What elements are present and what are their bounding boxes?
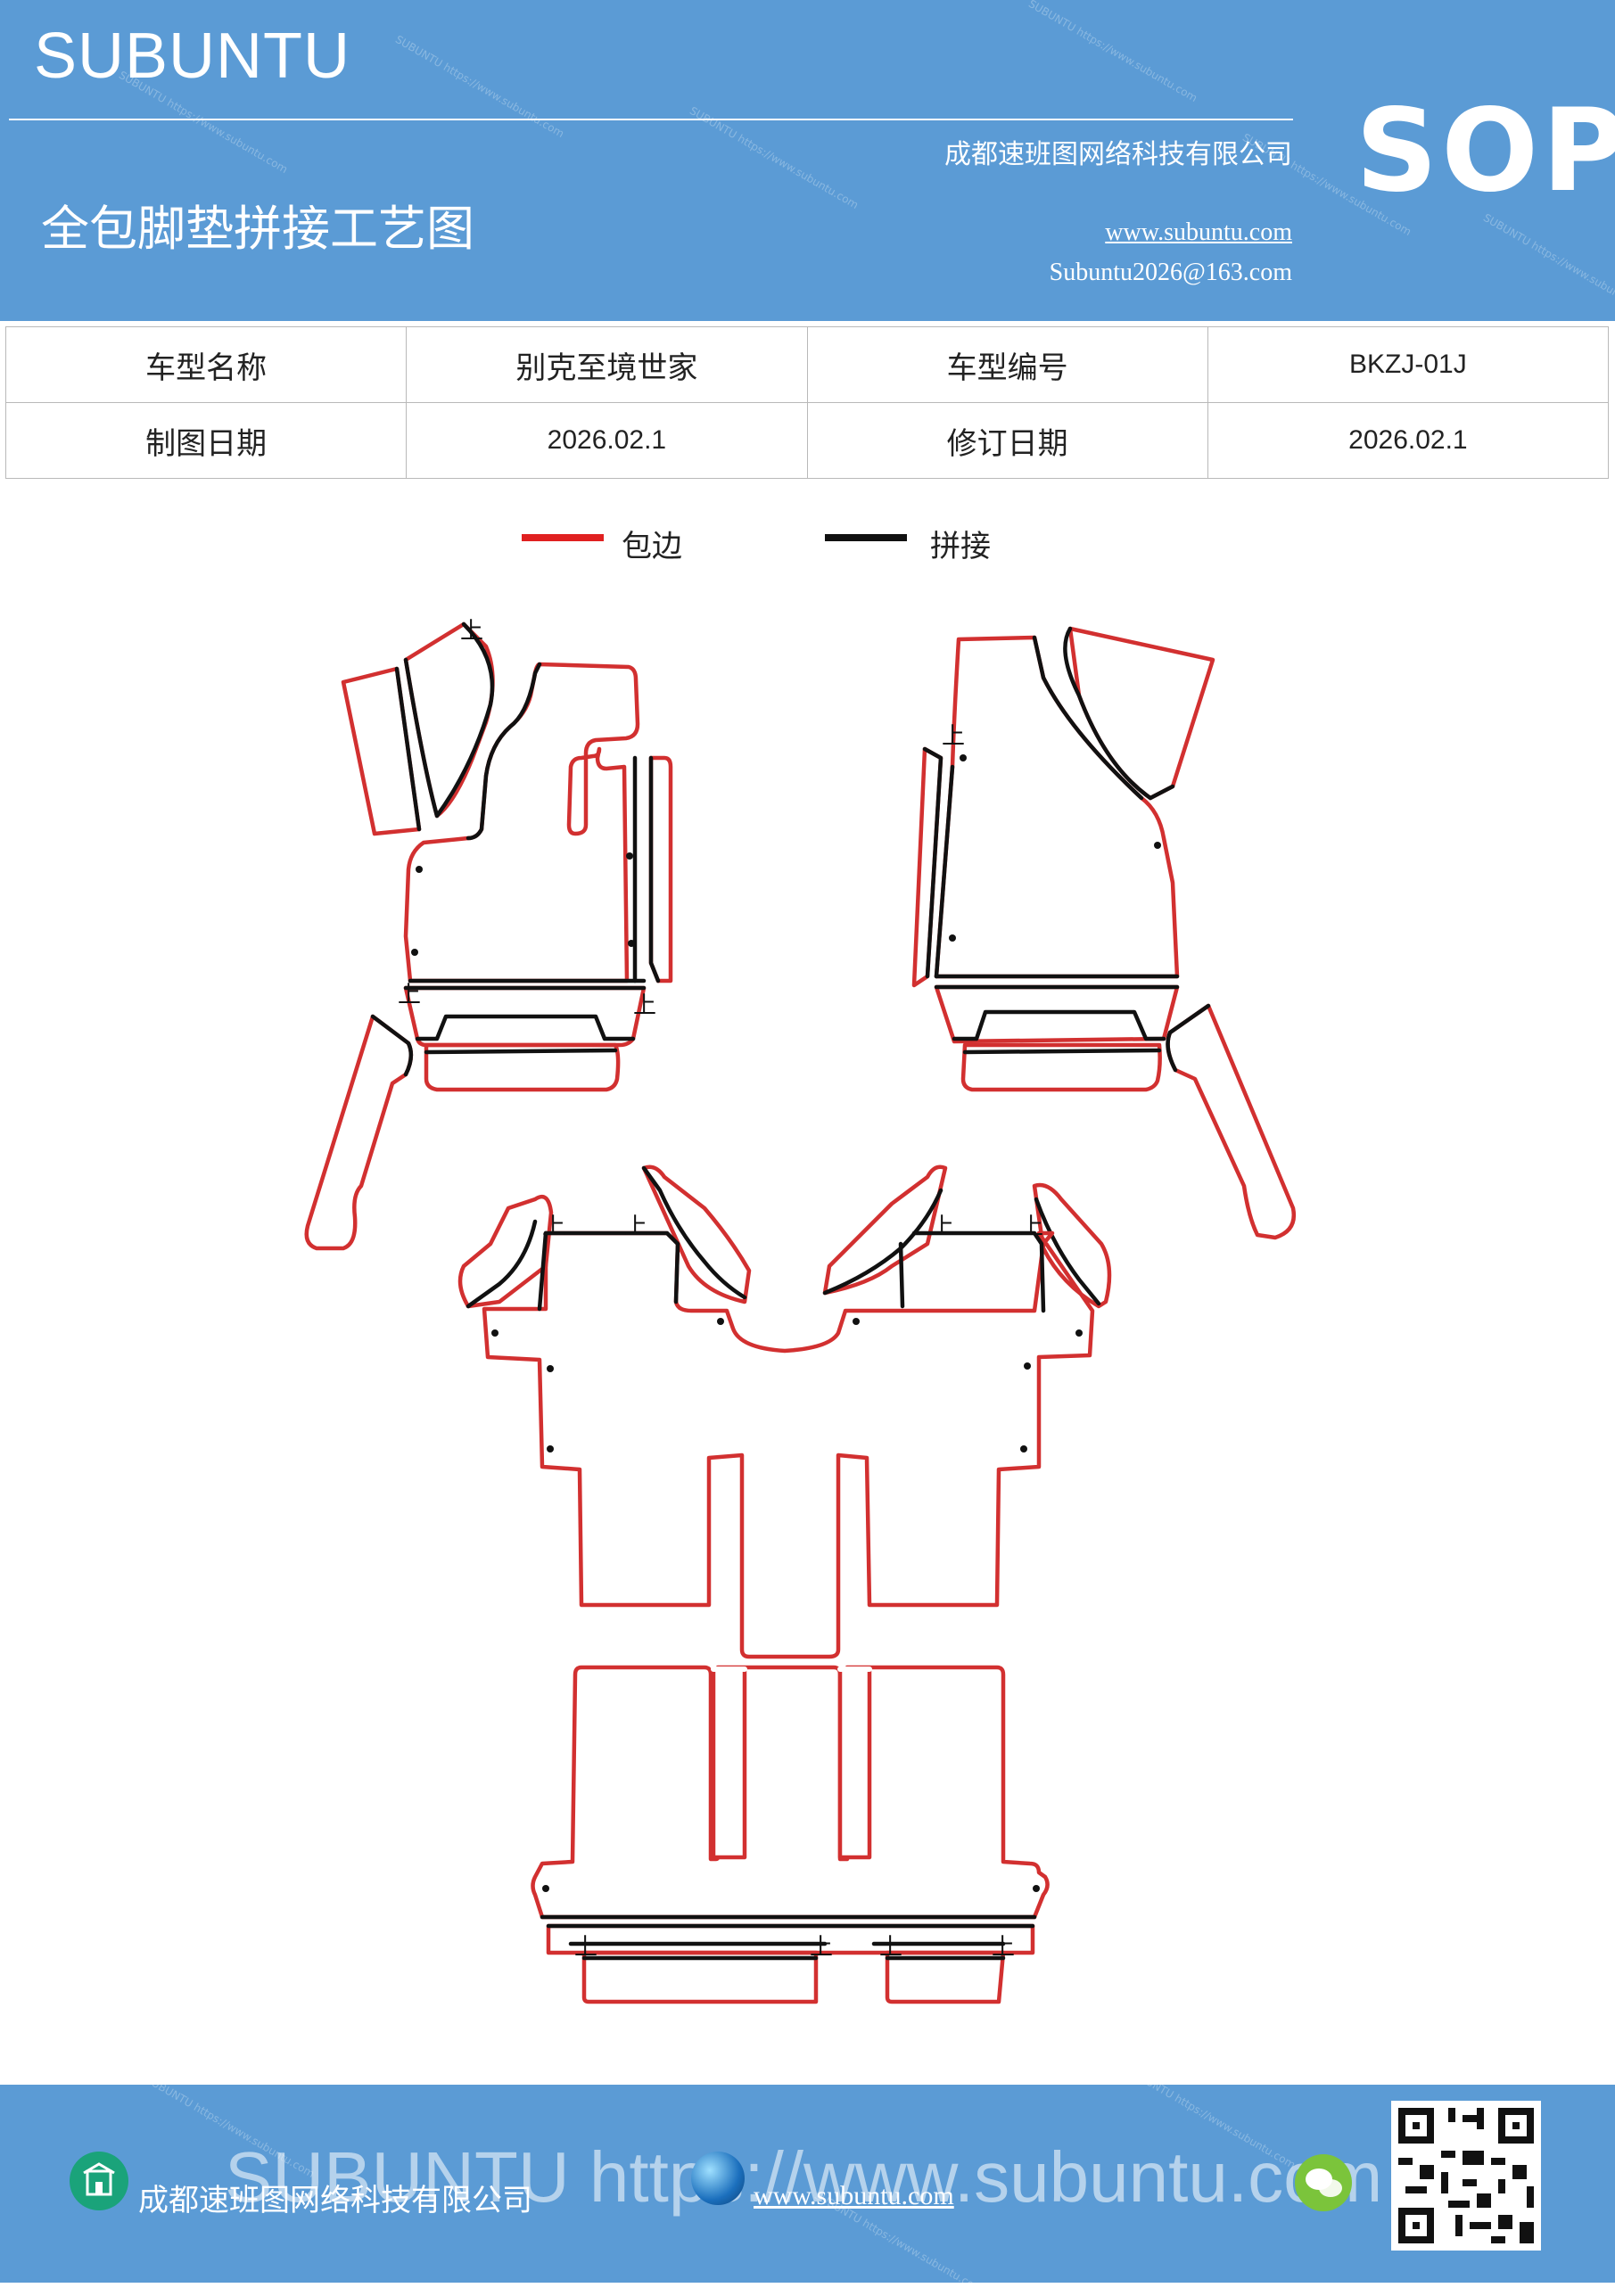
mat-piece [546, 1923, 1035, 1955]
page-title: 全包脚垫拼接工艺图 [41, 201, 474, 257]
seam-line [934, 764, 955, 979]
sop-badge: SOP [1355, 85, 1615, 218]
mat-piece [304, 1014, 414, 1251]
footer-banner: SUBUNTU https://www.subuntu.com SUBUNTU … [0, 2064, 1615, 2296]
legend-item-seam: 拼接 [825, 522, 1021, 566]
email-address: Subuntu2026@163.com [1049, 259, 1292, 286]
mat-piece [885, 1950, 1006, 2004]
mat-piece [641, 1164, 752, 1304]
seam-line [466, 662, 542, 841]
right-front-mats [911, 626, 1297, 1240]
seam-line [1063, 626, 1175, 801]
stitch-mark: 上 [931, 1214, 954, 1240]
globe-icon [691, 2152, 745, 2205]
stitch-mark: 上 [992, 1934, 1015, 1961]
footer-watermark-text: SUBUNTU https://www.subuntu.com [225, 2137, 1383, 2217]
seam-line [822, 1188, 943, 1296]
seam-line [543, 1230, 680, 1304]
stitch-marks: 上 上 上 上 上 上 上 上 上 上 上 上 [398, 618, 1043, 1961]
legend-label: 拼接 [930, 529, 991, 564]
stitch-mark: 上 [633, 992, 656, 1019]
stitch-mark: 上 [1020, 1214, 1043, 1240]
website-link[interactable]: www.subuntu.com [1105, 218, 1292, 246]
legend-item-edge: 包边 [522, 522, 718, 566]
stitch-mark: 上 [624, 1214, 647, 1240]
seam-line [1032, 635, 1144, 801]
legend-label: 包边 [622, 529, 682, 564]
table-cell: BKZJ-01J [1207, 326, 1610, 403]
middle-row-mats [457, 1164, 1112, 1659]
table-cell: 制图日期 [4, 402, 408, 479]
mat-piece [457, 1194, 554, 1309]
seam-line [424, 1048, 618, 1055]
mat-piece [1032, 1182, 1112, 1309]
vehicle-info-table: 车型名称 别克至境世家 车型编号 BKZJ-01J 制图日期 2026.02.1… [4, 326, 1610, 479]
seam-line [1166, 1003, 1211, 1073]
mat-piece [581, 1950, 819, 2004]
seam-line [641, 1165, 747, 1300]
mat-piece [934, 635, 1180, 979]
header-divider [9, 119, 1293, 120]
seam-line [370, 1014, 414, 1077]
mat-piece [648, 755, 673, 983]
brand-name: SUBUNTU [34, 21, 351, 92]
company-name: 成都速班图网络科技有限公司 [944, 139, 1292, 170]
mat-piece [960, 1042, 1162, 1092]
table-cell: 别克至境世家 [406, 326, 808, 403]
stitch-mark: 上 [542, 1214, 565, 1240]
stitch-mark: 上 [942, 723, 965, 750]
table-row: 制图日期 2026.02.1 修订日期 2026.02.1 [4, 402, 1610, 479]
mat-piece [482, 1230, 1095, 1659]
seam-line [922, 746, 943, 979]
stitch-mark: 上 [810, 1934, 833, 1961]
stitch-mark: 上 [460, 618, 483, 645]
seam-line [394, 666, 422, 832]
footer-website-link[interactable]: www.subuntu.com [754, 2181, 954, 2210]
table-cell: 车型编号 [806, 326, 1208, 403]
seam-line [962, 1048, 1162, 1055]
seam-line [546, 1923, 1035, 1946]
mat-piece [822, 1164, 948, 1296]
header-banner: SUBUNTU https://www.subuntu.com SUBUNTU … [0, 0, 1615, 321]
footer-company-name: 成都速班图网络科技有限公司 [138, 2183, 532, 2218]
mat-piece [934, 984, 1180, 1044]
wechat-icon [1295, 2154, 1352, 2211]
table-row: 车型名称 别克至境世家 车型编号 BKZJ-01J [4, 326, 1610, 403]
seam-line [537, 1230, 548, 1312]
seam-line [466, 1219, 538, 1309]
seam-line [898, 1241, 905, 1309]
qr-code [1391, 2101, 1541, 2251]
stitch-mark: 上 [879, 1934, 902, 1961]
seam-line [1034, 1197, 1101, 1306]
mat-piece [1166, 1003, 1297, 1240]
legend-swatch-red [522, 534, 604, 541]
rear-row-mats [531, 1665, 1050, 2004]
seam-line [403, 985, 647, 1041]
seam-line [648, 755, 661, 983]
mat-piece [1067, 626, 1215, 801]
mat-piece [403, 621, 495, 819]
table-cell: 修订日期 [806, 402, 1208, 479]
seam-line [403, 621, 495, 819]
stitch-mark: 上 [574, 1934, 597, 1961]
left-front-mats [304, 621, 673, 1251]
seam-line [911, 1230, 1046, 1313]
building-icon [70, 2152, 128, 2210]
stitch-mark: 上 [398, 982, 421, 1008]
table-cell: 车型名称 [4, 326, 408, 403]
seam-line [934, 984, 1180, 1041]
table-cell: 2026.02.1 [406, 402, 808, 479]
mat-piece [531, 1665, 1050, 1920]
legend-swatch-black [825, 534, 907, 541]
table-cell: 2026.02.1 [1207, 402, 1610, 479]
mat-piece [424, 1042, 621, 1092]
